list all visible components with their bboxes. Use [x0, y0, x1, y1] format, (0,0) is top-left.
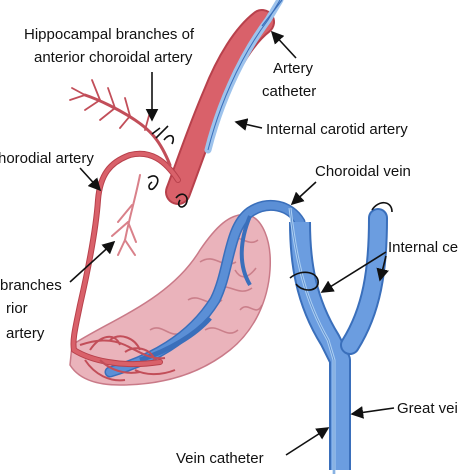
plexal-artery-branches: [79, 335, 176, 382]
arrow-internal-cerebral-b: [376, 255, 389, 282]
label-branches-line1: branches: [0, 277, 62, 294]
arrow-choroidal-artery: [79, 167, 102, 192]
anterior-choroidal-artery: [70, 150, 181, 368]
label-choroidal-vein: Choroidal vein: [315, 163, 411, 180]
label-artery-catheter-line1: Artery: [273, 60, 314, 77]
label-artery-catheter-line2: catheter: [262, 83, 316, 100]
label-internal-cerebral: Internal ce: [388, 239, 458, 256]
arrow-internal-carotid: [234, 118, 263, 131]
label-choroidal-artery: horodial artery: [0, 150, 94, 167]
label-branches-line3: artery: [6, 325, 45, 342]
label-hippocampal-line2: anterior choroidal artery: [34, 49, 193, 66]
arrow-vein-catheter: [285, 427, 330, 456]
internal-carotid-artery: [165, 9, 275, 205]
label-branches-line2: rior: [6, 300, 28, 317]
arrow-internal-cerebral-a: [320, 251, 387, 293]
vein-catheter: [288, 207, 336, 474]
arrow-branches: [69, 240, 116, 283]
label-hippocampal-line1: Hippocampal branches of: [24, 26, 195, 43]
internal-cerebral-vein: [340, 208, 388, 355]
label-vein-catheter: Vein catheter: [176, 450, 264, 467]
arrow-choroidal-vein: [290, 181, 317, 206]
perforating-branches: [111, 174, 141, 256]
arrow-great-vein: [350, 406, 395, 419]
ligature-ties: [147, 125, 393, 291]
arrow-artery-catheter: [270, 30, 297, 59]
label-internal-carotid: Internal carotid artery: [266, 121, 408, 138]
label-great-vein: Great vei: [397, 400, 458, 417]
